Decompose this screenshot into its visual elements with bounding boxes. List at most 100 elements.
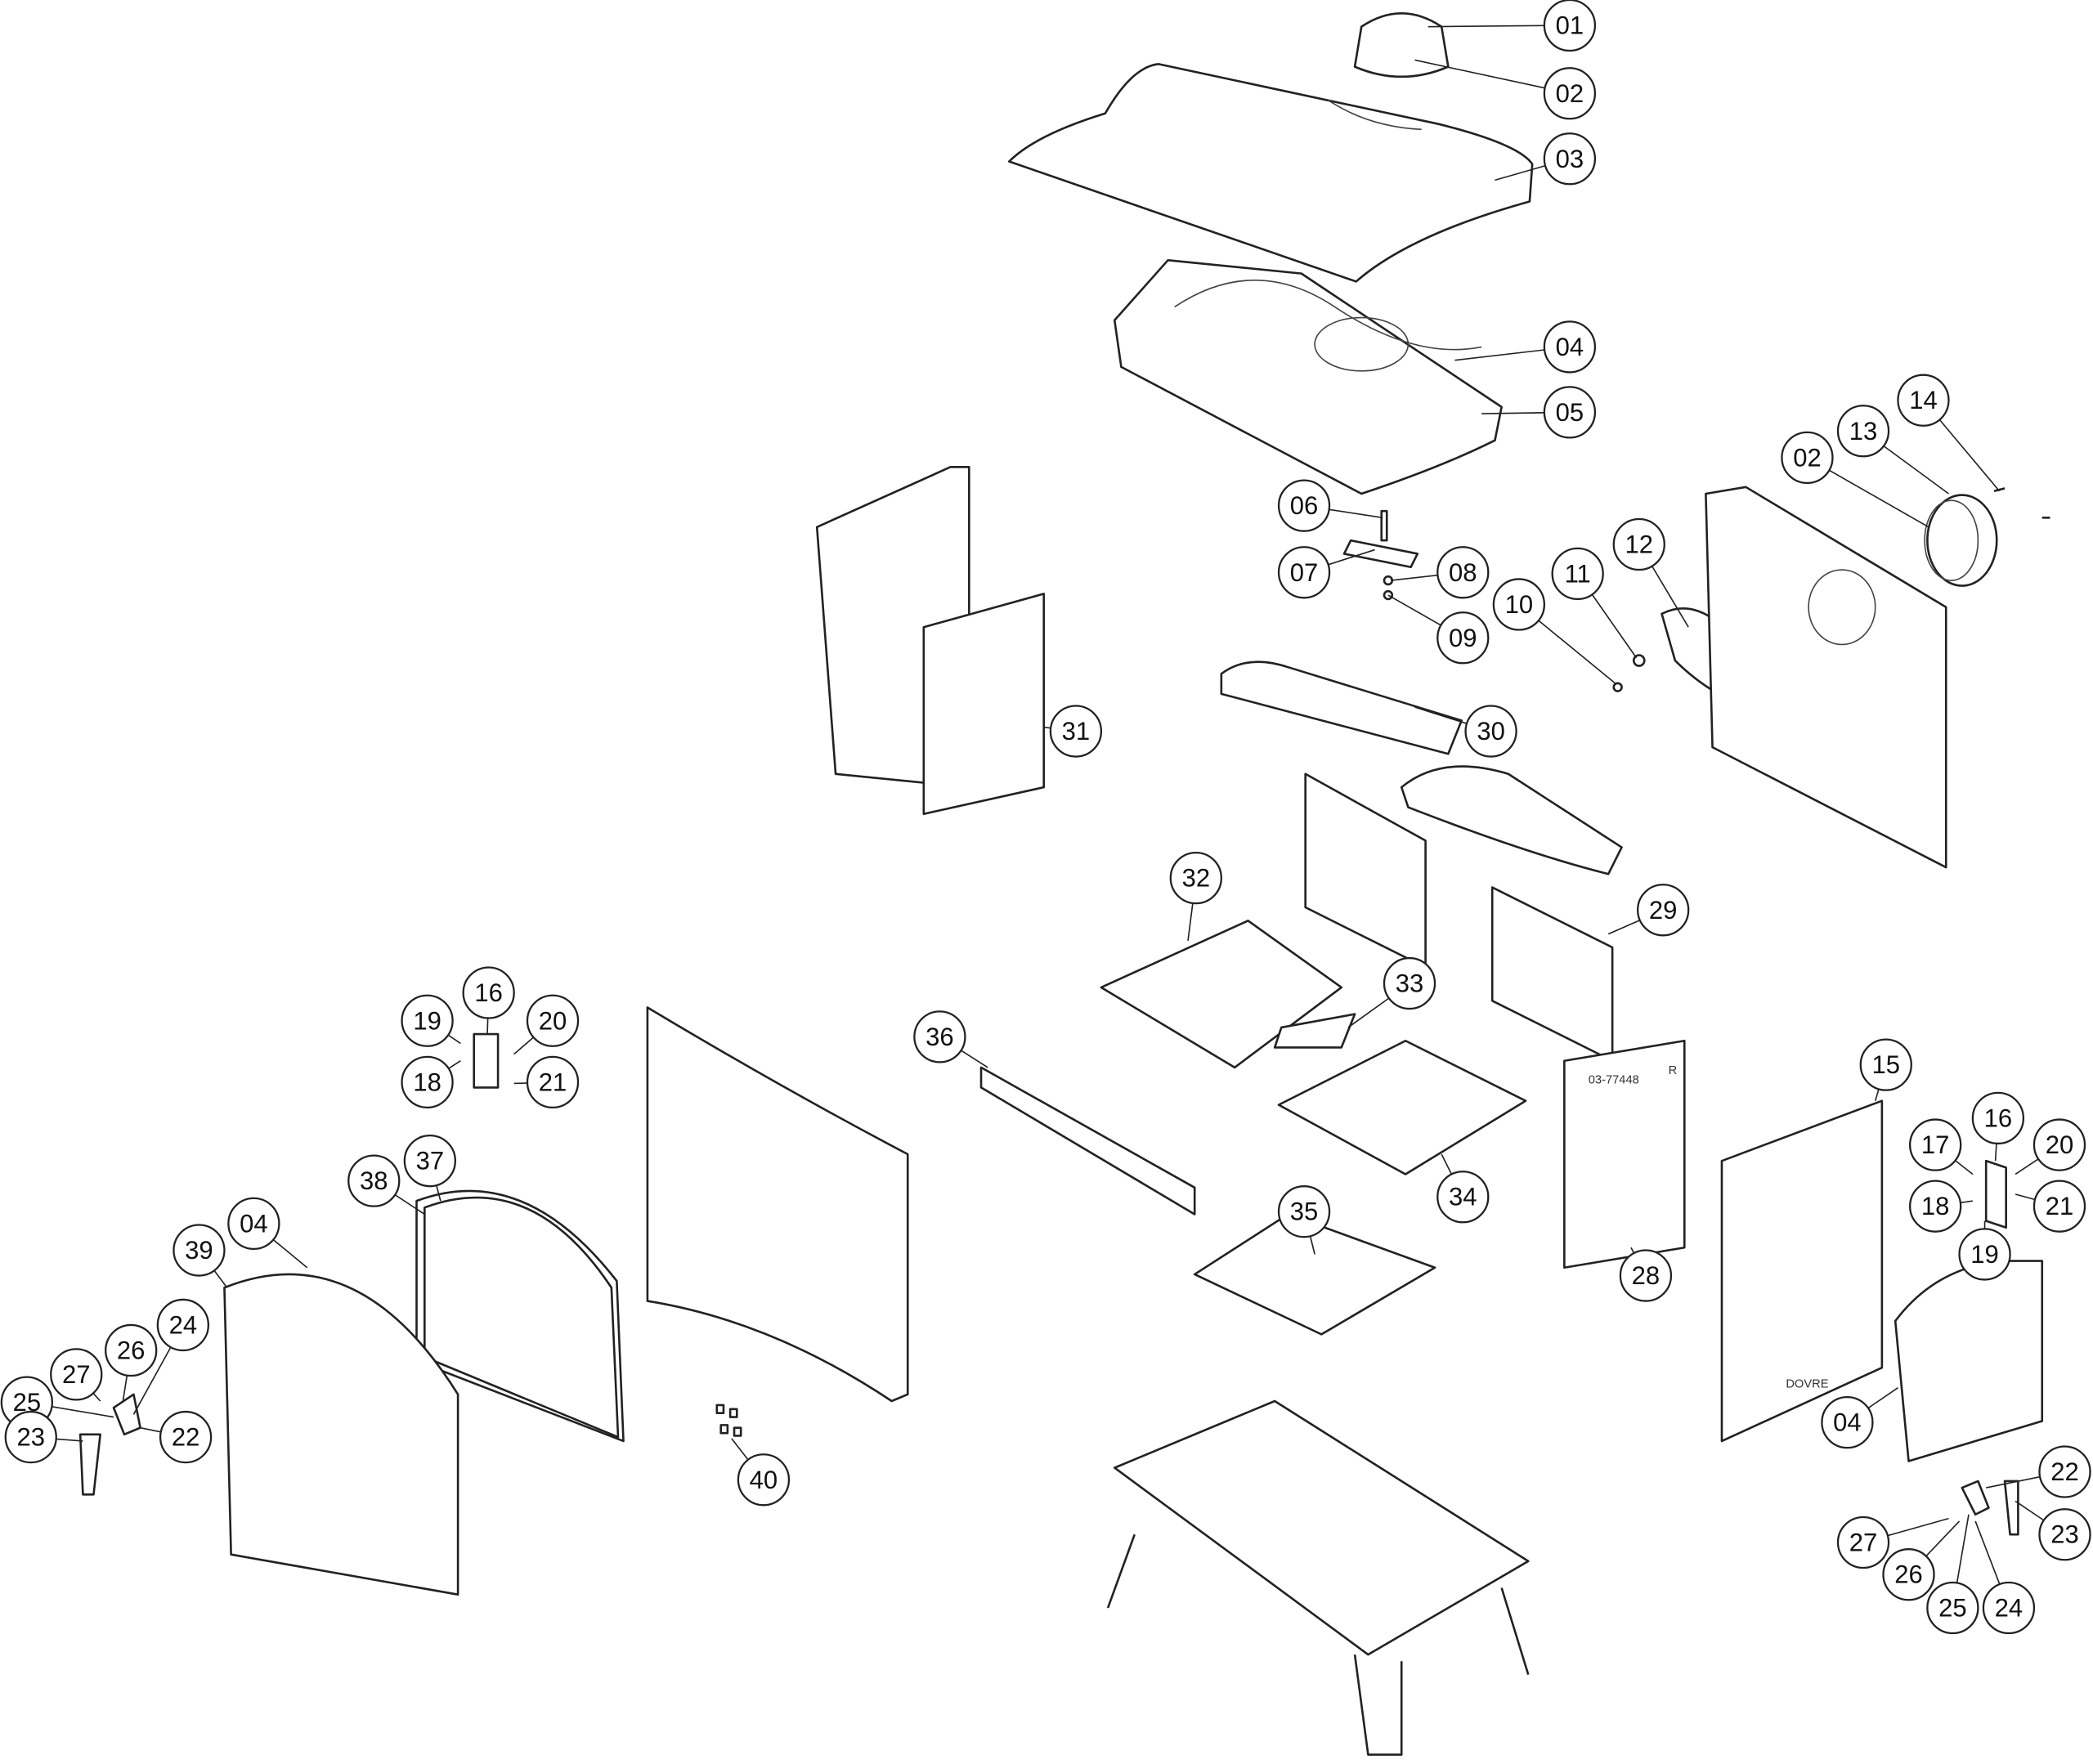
- callout-19: 19: [1958, 1220, 2011, 1281]
- leader-line: [1607, 920, 1641, 935]
- callout-circle: [526, 1055, 580, 1109]
- part-31-brick: [922, 593, 1046, 816]
- part-23-handle-right: [2003, 1480, 2019, 1536]
- callout-36: 36: [913, 1010, 988, 1068]
- callout-circle: [1897, 374, 1950, 427]
- top-casting-flue-ring: [1314, 316, 1410, 372]
- callout-01: 01: [1427, 0, 1597, 52]
- part-16-bracket-left: [473, 1032, 500, 1089]
- leader-line: [1986, 1475, 2041, 1489]
- leader-line: [1414, 59, 1545, 89]
- leader-line: [1938, 419, 2001, 492]
- callout-33: 33: [1347, 956, 1436, 1028]
- callout-number: 24: [169, 1310, 197, 1339]
- leader-line: [1329, 508, 1383, 519]
- callout-circle: [1982, 1581, 2036, 1635]
- part-39-door-left: [223, 1273, 459, 1596]
- callout-circle: [1436, 546, 1490, 599]
- callout-25: 25: [1926, 1514, 1979, 1635]
- part-04-door-right: [1894, 1260, 2044, 1462]
- parts-layer: 03-77448 R DOVRE: [78, 12, 2050, 1756]
- part-side-door-right: [1720, 1099, 1884, 1443]
- part-flue-collar: [1353, 12, 1450, 78]
- callout-40: 40: [731, 1438, 791, 1507]
- top-plate-flue-cutout: [1327, 99, 1422, 131]
- part-base: [1113, 1399, 1530, 1656]
- leader-line: [1974, 1520, 2001, 1585]
- callout-circle: [1492, 578, 1546, 631]
- callout-circle: [1636, 884, 1690, 937]
- callout-20: 20: [513, 994, 580, 1055]
- part-10-nut: [1612, 682, 1623, 692]
- callout-circle: [105, 1323, 158, 1377]
- part-base-legs: [1106, 1533, 1530, 1756]
- leader-line: [436, 1184, 441, 1202]
- callout-number: 20: [2046, 1130, 2073, 1159]
- callout-18: 18: [401, 1055, 461, 1109]
- callout-number: 40: [750, 1466, 778, 1494]
- leader-line: [1387, 594, 1441, 626]
- callout-number: 16: [1984, 1104, 2012, 1132]
- leader-line: [1441, 1153, 1453, 1175]
- part-30-baffle-lower: [1400, 765, 1623, 875]
- callout-circle: [1926, 1581, 1979, 1635]
- callout-number: 34: [1449, 1183, 1477, 1211]
- callout-number: 39: [185, 1236, 213, 1265]
- callout-29: 29: [1607, 884, 1690, 937]
- part-40-fasteners: [715, 1404, 742, 1437]
- leader-line: [140, 1426, 161, 1433]
- callout-circle: [1464, 705, 1517, 758]
- callout-08: 08: [1391, 546, 1490, 599]
- leader-line: [1538, 620, 1616, 684]
- callout-circle: [1436, 1171, 1490, 1224]
- part-top-casting: [1113, 259, 1503, 495]
- callout-18: 18: [1909, 1180, 1973, 1233]
- leader-line: [1887, 1517, 1949, 1537]
- callout-circle: [1543, 320, 1597, 374]
- callout-circle: [1551, 547, 1604, 601]
- callout-15: 15: [1859, 1038, 1912, 1101]
- callout-circle: [2032, 1118, 2086, 1171]
- callout-16: 16: [462, 966, 515, 1035]
- leader-line: [1955, 1160, 1974, 1175]
- leader-line: [1925, 1520, 1961, 1557]
- part-top-plate: [1007, 63, 1534, 283]
- leader-line: [52, 1405, 114, 1418]
- leader-line: [448, 1060, 461, 1069]
- callout-circle: [1383, 956, 1436, 1010]
- part-24-latch-left: [112, 1393, 141, 1436]
- part-13-ring: [1926, 494, 1998, 587]
- callout-22: 22: [1986, 1445, 2091, 1498]
- leader-line: [92, 1392, 101, 1402]
- leader-line: [1391, 574, 1438, 581]
- callout-number: 26: [117, 1336, 145, 1364]
- leader-line: [1347, 997, 1390, 1028]
- callout-number: 15: [1872, 1050, 1900, 1079]
- callout-circle: [2038, 1508, 2091, 1561]
- callout-circle: [2038, 1445, 2091, 1498]
- baffle-side-mark: R: [1669, 1064, 1678, 1077]
- top-casting-tube: [1174, 280, 1482, 351]
- callout-04: 04: [227, 1197, 308, 1269]
- part-14-screw: [1993, 487, 2050, 519]
- callout-circle: [401, 994, 454, 1047]
- part-37-glass: [424, 1196, 620, 1439]
- callout-number: 24: [1995, 1594, 2023, 1623]
- callout-number: 29: [1649, 896, 1677, 925]
- leader-line: [513, 1036, 535, 1055]
- callout-circle: [1909, 1180, 1962, 1233]
- callout-number: 33: [1396, 969, 1423, 998]
- leader-line: [1828, 469, 1929, 528]
- callout-circle: [1277, 479, 1331, 532]
- callout-number: 09: [1449, 624, 1477, 652]
- callout-number: 27: [1849, 1529, 1877, 1557]
- leader-line: [1414, 706, 1468, 724]
- callout-number: 02: [1556, 79, 1584, 108]
- leader-line: [1874, 1089, 1880, 1101]
- callout-circle: [1971, 1091, 2025, 1145]
- callout-22: 22: [140, 1410, 213, 1464]
- callout-number: 22: [2050, 1457, 2078, 1486]
- callout-number: 18: [1921, 1192, 1949, 1220]
